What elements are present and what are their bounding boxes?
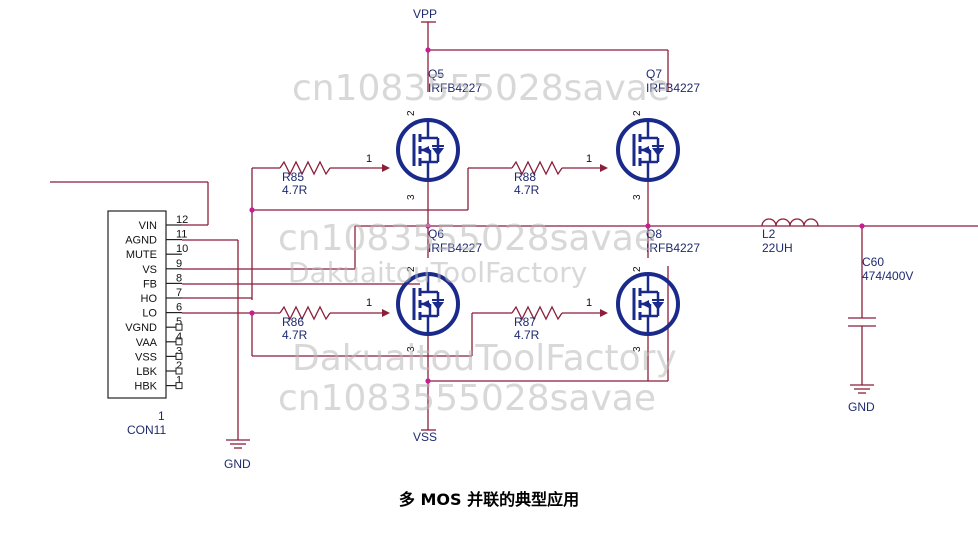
connector-gnd-label: GND [224,457,251,471]
watermark-text: cn1083555028savae [278,378,656,419]
q6-source-pin: 3 [406,346,417,352]
q5-gate-pin: 1 [366,153,372,165]
resistor-r87: R87 4.7R [511,305,563,342]
q5-ref: Q5 [428,67,444,81]
unconnected-pin-marker [175,338,183,346]
connector-pin-label: AGND [125,235,157,247]
connector-pin-number: 7 [176,287,182,299]
q6-drain-pin: 2 [406,266,417,272]
junction-dot [645,223,651,229]
junction-dot [249,310,255,316]
mosfet-q5: Q5 IRFB4227 2 3 1 [366,67,482,200]
vpp-label: VPP [413,7,437,21]
r87-value: 4.7R [514,328,540,342]
connector-pin-number: 2 [176,360,182,372]
l2-value: 22UH [762,241,793,255]
c60-ref: C60 [862,255,884,269]
l2-ref: L2 [762,227,776,241]
junction-dot [859,223,865,229]
connector-pin-label: MUTE [126,249,157,261]
connector-pin-number: 11 [176,229,187,241]
resistor-r88: R88 4.7R [511,160,563,197]
r85-value: 4.7R [282,183,308,197]
q8-gate-pin: 1 [586,297,592,309]
connector-pin-label: FB [143,278,157,290]
unconnected-pin-marker [175,367,183,375]
q5-drain-pin: 2 [406,110,417,116]
inductor-l2: L2 22UH [761,218,819,255]
connector-name: CON11 [127,423,166,437]
mosfet-q6: Q6 IRFB4227 2 3 1 [366,227,482,352]
q5-source-pin: 3 [406,194,417,200]
q6-gate-pin: 1 [366,297,372,309]
connector-pin-number: 8 [176,272,182,284]
junction-dot [425,378,431,384]
r87-ref: R87 [514,315,536,329]
watermark-text: cn1083555028savae [278,218,656,259]
connector-ref: 1 [158,409,165,423]
connector-pin-label: HBK [134,381,157,393]
resistor-r86: R86 4.7R [279,305,331,342]
q6-ref: Q6 [428,227,444,241]
connector-pin-number: 5 [176,316,182,328]
mosfet-q8: Q8 IRFB4227 2 3 1 [586,227,700,352]
watermark-text: DakuaitouToolFactory [292,338,677,379]
c60-value: 474/400V [862,269,913,283]
unconnected-pin-marker [175,323,183,331]
q7-ref: Q7 [646,67,662,81]
q5-part: IRFB4227 [428,81,482,95]
r88-value: 4.7R [514,183,540,197]
connector-pin-number: 3 [176,345,182,357]
q7-gate-pin: 1 [586,153,592,165]
unconnected-pin-marker [175,352,183,360]
r86-value: 4.7R [282,328,308,342]
connector-pin-number: 10 [176,243,188,255]
unconnected-pin-marker [175,382,183,390]
cap-gnd-label: GND [848,400,875,414]
vss-label: VSS [413,430,437,444]
ground-symbol-connector: GND [224,439,251,471]
connector-pin-label: LBK [136,366,157,378]
connector-pin-number: 9 [176,258,182,270]
junction-dot [249,207,255,213]
q8-source-pin: 3 [632,346,643,352]
r86-ref: R86 [282,315,304,329]
connector-pin-label: VIN [139,220,157,232]
watermark-text: cn1083555028savae [292,68,670,109]
connector-pin-label: VSS [135,351,157,363]
connector-pin-number: 6 [176,302,182,314]
junction-dot [425,223,431,229]
q7-drain-pin: 2 [632,110,643,116]
connector-pin-number: 1 [176,375,182,387]
figure-caption: 多 MOS 并联的典型应用 [399,490,579,509]
connector-pin-number: 12 [176,214,188,226]
junction-dot [425,47,431,53]
q8-part: IRFB4227 [646,241,700,255]
resistor-r85: R85 4.7R [279,160,331,197]
capacitor-c60: C60 474/400V [848,255,913,327]
connector-pin-number: 4 [176,331,182,343]
watermark-text: DakuaitouToolFactory [288,256,587,289]
ground-symbol-cap: GND [848,384,875,414]
connector-pin-label: VAA [136,337,158,349]
connector-pin-label: LO [142,308,157,320]
connector-pin-label: VS [142,264,157,276]
r85-ref: R85 [282,170,304,184]
q7-source-pin: 3 [632,194,643,200]
r88-ref: R88 [514,170,536,184]
connector-pin-label: HO [141,293,158,305]
q7-part: IRFB4227 [646,81,700,95]
q8-ref: Q8 [646,227,662,241]
mosfet-q7: Q7 IRFB4227 2 3 1 [586,67,700,200]
q8-drain-pin: 2 [632,266,643,272]
connector-pin-label: VGND [125,322,157,334]
q6-part: IRFB4227 [428,241,482,255]
